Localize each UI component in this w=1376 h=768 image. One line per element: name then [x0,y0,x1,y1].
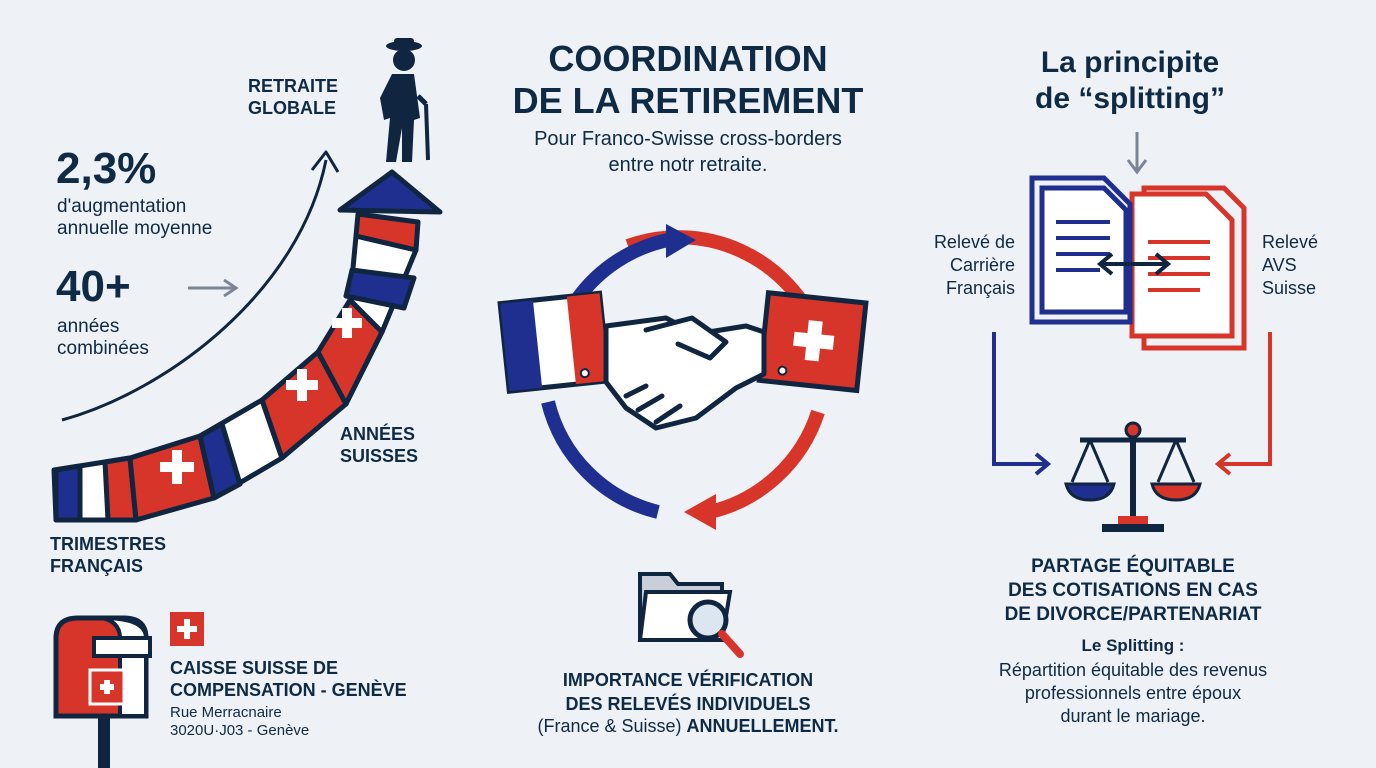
swiss-flag-icon [170,612,204,646]
caisse-name-line1: CAISSE SUISSE DE [170,658,339,678]
releve-fr-line2: Carrière [949,255,1015,275]
annees-suisses-line1: ANNÉES [340,424,416,444]
arrow-right-icon [188,278,239,298]
releve-fr-line3: Français [945,278,1015,298]
main-title-line1: COORDINATION [548,38,828,79]
annees-suisses-line2: SUISSES [340,446,419,466]
folder-search-icon [637,572,744,658]
partage-line3: DE DIVORCE/PARTENARIAT [1004,604,1262,625]
stat-increase-line2: annuelle moyenne [57,218,213,239]
stat-years-line1: années [57,316,120,337]
elderly-person-icon [380,38,430,162]
handshake-icon [497,290,869,431]
partage-line2: DES COTISATIONS EN CAS [1008,580,1258,601]
caisse-address-line1: Rue Merracnaire [170,704,282,721]
verification-line2: DES RELEVÉS INDIVIDUELS [565,694,811,714]
splitting-title-line2: de “splitting” [1035,82,1225,115]
caisse-address-line2: 3020U·J03 - Genève [170,722,310,739]
retraite-label-2: GLOBALE [248,98,336,118]
verification-line1: IMPORTANCE VÉRIFICATION [562,670,814,690]
verification-line3-normal: (France & Suisse) [537,716,687,736]
caisse-name-line2: COMPENSATION - GENÈVE [170,680,407,700]
verification-line3: (France & Suisse) ANNUELLEMENT. [418,716,958,737]
splitting-desc-line2: professionnels entre époux [1024,683,1242,703]
subtitle-line1: Pour Franco-Swisse cross-borders [534,128,842,150]
stat-years-value: 40+ [56,262,131,311]
releve-ch-line2: AVS [1262,255,1297,275]
splitting-desc-line1: Répartition équitable des revenus [998,660,1268,680]
trimestres-line2: FRANÇAIS [50,556,143,576]
stat-increase-line1: d'augmentation [57,196,187,217]
down-arrow-icon [1126,132,1148,175]
main-title-line2: DE LA RETIREMENT [512,80,864,121]
documents-icon [1029,175,1247,351]
releve-ch-line1: Relevé [1262,232,1319,252]
trimestres-line1: TRIMESTRES [50,534,167,554]
splitting-desc-line3: durant le mariage. [1060,706,1206,726]
splitting-label: Le Splitting : [1081,636,1185,655]
splitting-title-line1: La principite [1040,46,1220,79]
releve-fr-line1: Relevé de [933,232,1015,252]
releve-ch-line3: Suisse [1262,278,1317,298]
mailbox-icon [53,615,152,768]
stat-years-line2: combinées [57,338,149,359]
retraite-label-1: RETRAITE [248,76,338,96]
subtitle-line2: entre notr retraite. [608,154,768,176]
scales-icon [1064,421,1202,532]
verification-line3-bold: ANNUELLEMENT. [686,716,839,736]
partage-line1: PARTAGE ÉQUITABLE [1031,556,1235,577]
stat-increase-value: 2,3% [56,144,157,193]
